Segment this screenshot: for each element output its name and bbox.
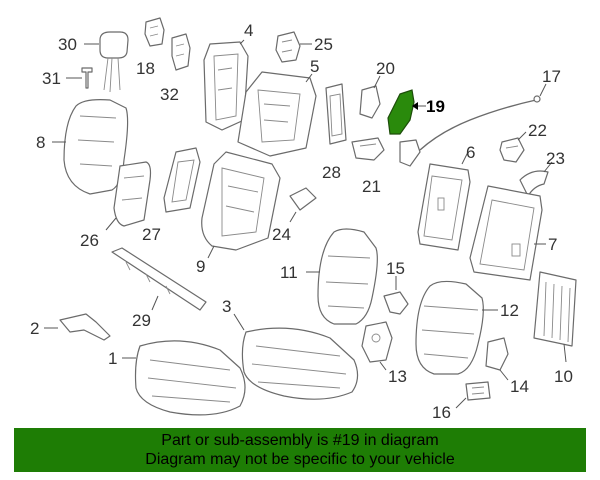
part-3-cushion: 3 <box>222 297 359 400</box>
banner-line-2: Diagram may not be specific to your vehi… <box>145 451 455 468</box>
part-32-bracket: 32 <box>160 33 191 104</box>
part-21-bracket: 21 <box>351 137 385 196</box>
part-12-cushion: 12 <box>415 280 519 375</box>
label-10: 10 <box>554 367 573 386</box>
label-12: 12 <box>500 301 519 320</box>
info-banner: Part or sub-assembly is #19 in diagram D… <box>14 428 586 472</box>
part-22-bracket: 22 <box>499 121 547 163</box>
part-8-cushion: 8 <box>36 99 129 195</box>
label-8: 8 <box>36 133 45 152</box>
label-32: 32 <box>160 85 179 104</box>
part-25-latch: 25 <box>275 31 333 63</box>
label-2: 2 <box>30 319 39 338</box>
label-11: 11 <box>280 263 298 282</box>
banner-line-1: Part or sub-assembly is #19 in diagram <box>161 432 439 449</box>
label-30: 30 <box>58 35 77 54</box>
label-4: 4 <box>244 21 253 40</box>
label-20: 20 <box>376 59 395 78</box>
part-27-bracket: 27 <box>142 147 201 244</box>
label-17: 17 <box>542 67 561 86</box>
label-29: 29 <box>132 311 151 330</box>
part-9-seatback: 9 <box>196 151 281 276</box>
part-20-bracket: 20 <box>359 59 395 119</box>
part-4-frame: 4 <box>203 21 253 131</box>
label-6: 6 <box>466 143 475 162</box>
part-15-hook: 15 <box>383 259 409 315</box>
part-17-cable: 17 <box>419 67 561 151</box>
label-26: 26 <box>80 231 99 250</box>
label-7: 7 <box>548 235 557 254</box>
label-24: 24 <box>272 225 291 244</box>
label-27: 27 <box>142 225 161 244</box>
label-5: 5 <box>310 57 319 76</box>
part-26-pad: 26 <box>80 161 152 250</box>
part-24-clip: 24 <box>272 187 317 244</box>
label-21: 21 <box>362 177 381 196</box>
label-19: 19 <box>426 97 445 116</box>
part-28-frame: 28 <box>322 83 347 182</box>
label-25: 25 <box>314 35 333 54</box>
part-31-pin: 31 <box>42 67 93 89</box>
label-31: 31 <box>42 69 61 88</box>
label-28: 28 <box>322 163 341 182</box>
part-23-trim: 23 <box>519 149 565 197</box>
label-23: 23 <box>546 149 565 168</box>
parts-diagram: 30 31 18 32 4 25 5 <box>30 17 577 422</box>
part-18-clip: 18 <box>136 17 165 78</box>
part-30-headrest: 30 <box>58 31 129 93</box>
part-29-bar: 29 <box>111 247 207 330</box>
label-1: 1 <box>108 349 117 368</box>
label-9: 9 <box>196 257 205 276</box>
label-3: 3 <box>222 297 231 316</box>
label-15: 15 <box>386 259 405 278</box>
part-1-cushion: 1 <box>108 340 246 416</box>
part-10-mat: 10 <box>533 271 577 386</box>
label-14: 14 <box>510 377 529 396</box>
part-2-strap: 2 <box>30 313 111 341</box>
part-14-bracket: 14 <box>485 337 529 396</box>
part-11-cushion: 11 <box>280 228 378 325</box>
part-hinge <box>399 139 421 167</box>
label-18: 18 <box>136 59 155 78</box>
part-19-highlighted: 19 <box>387 89 445 135</box>
label-22: 22 <box>528 121 547 140</box>
part-16-block: 16 <box>432 381 491 422</box>
part-5-panel: 5 <box>237 57 319 157</box>
label-16: 16 <box>432 403 451 422</box>
part-13-mechanism: 13 <box>361 321 407 386</box>
label-13: 13 <box>388 367 407 386</box>
part-7-panel: 7 <box>469 185 557 281</box>
part-6-panel: 6 <box>417 143 475 251</box>
